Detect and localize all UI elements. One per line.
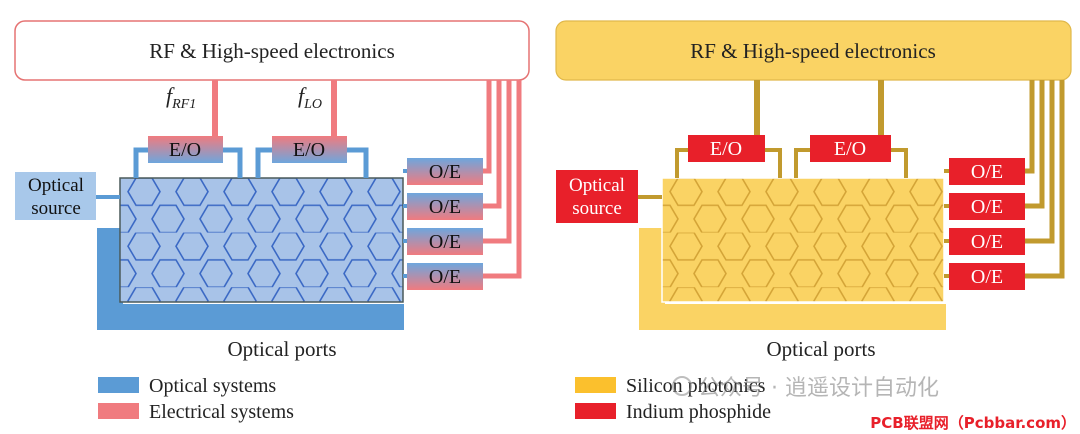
legend-left: Optical systems Electrical systems [98,375,294,423]
legend-optical-label: Optical systems [149,375,276,397]
legend-right: Silicon photonics Indium phosphide [575,375,771,423]
right-oe-wires [1024,80,1065,279]
legend-inp-label: Indium phosphide [626,401,771,423]
left-freq-rf1: fRF1 [166,83,196,112]
right-electronics-box [555,20,1072,81]
svg-text:E/O: E/O [710,138,742,160]
left-oe-detector-2: O/E [407,193,483,220]
svg-text:O/E: O/E [429,196,461,218]
right-oe-detector-1: O/E [949,158,1025,185]
svg-text:O/E: O/E [971,231,1003,253]
svg-text:O/E: O/E [971,266,1003,288]
svg-text:O/E: O/E [971,196,1003,218]
left-optical-source-label-2: source [31,198,81,219]
watermark-text: 公众号 · 逍遥设计自动化 [698,376,939,401]
right-oe-detector-2: O/E [949,193,1025,220]
right-eo-modulator-2: E/O [810,135,891,162]
right-lo-line [878,80,884,137]
left-lo-line [331,80,337,137]
right-rf1-line [754,80,760,137]
left-oe-detector-3: O/E [407,228,483,255]
left-freq-lo: fLO [298,83,322,112]
left-optical-source-label-1: Optical [28,175,84,196]
svg-text:O/E: O/E [429,231,461,253]
right-oe-detector-4: O/E [949,263,1025,290]
svg-text:O/E: O/E [429,161,461,183]
legend-silicon-label: Silicon photonics [626,375,766,397]
left-chip-hex-grid [120,178,403,302]
right-chip-hex-grid [662,178,944,302]
svg-text:E/O: E/O [293,139,325,161]
left-electronics-label: RF & High-speed electronics [149,39,395,63]
legend-silicon-swatch [575,377,616,393]
left-oe-wires [481,80,522,279]
left-chip-to-oe-wires [403,169,407,278]
left-rf1-line [212,80,218,137]
right-panel: RF & High-speed electronics E/O E/O [555,20,1072,361]
left-electronics-box [14,20,530,81]
svg-text:E/O: E/O [169,139,201,161]
right-optical-source-box [556,170,638,223]
right-eo2-wire [794,148,908,178]
right-optical-source-label-1: Optical [569,175,625,196]
svg-text:O/E: O/E [971,161,1003,183]
site-label: PCB联盟网（Pcbbar.com） [870,414,1076,432]
left-optical-ports-label: Optical ports [227,337,336,361]
right-eo1-wire [675,148,782,178]
left-oe-detector-1: O/E [407,158,483,185]
legend-electrical-swatch [98,403,139,419]
left-eo-modulator-2: E/O [272,136,347,163]
svg-text:E/O: E/O [834,138,866,160]
left-optical-source-box [15,172,96,220]
right-optical-ports-horizontal [639,304,946,330]
left-optical-ports-horizontal [97,304,404,330]
left-panel: RF & High-speed electronics fRF1 fLO E/O… [14,20,530,361]
left-oe-detector-4: O/E [407,263,483,290]
legend-electrical-label: Electrical systems [149,401,294,423]
legend-inp-swatch [575,403,616,419]
wechat-icon [672,376,692,396]
right-electronics-label: RF & High-speed electronics [690,39,936,63]
left-eo-modulator-1: E/O [148,136,223,163]
right-eo-modulator-1: E/O [688,135,765,162]
right-optical-source-label-2: source [572,198,622,219]
right-oe-detector-3: O/E [949,228,1025,255]
svg-text:O/E: O/E [429,266,461,288]
right-chip-to-oe-wires [944,169,949,278]
legend-optical-swatch [98,377,139,393]
right-optical-ports-label: Optical ports [766,337,875,361]
watermark: 公众号 · 逍遥设计自动化 [672,376,939,401]
